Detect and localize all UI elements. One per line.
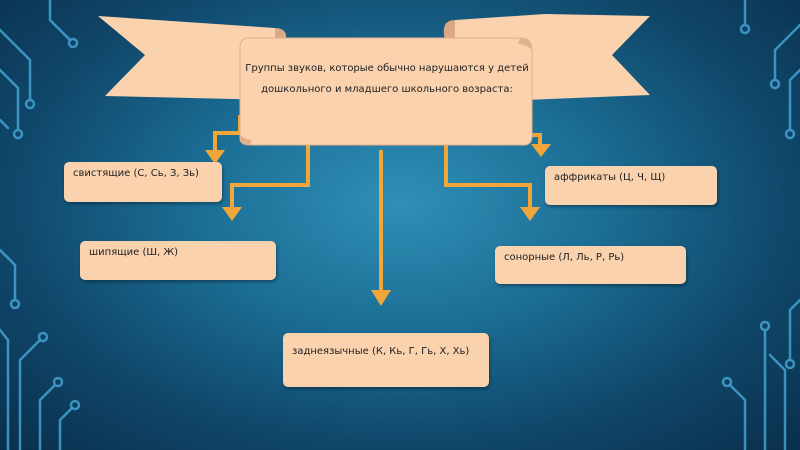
ribbon-left-tail bbox=[98, 16, 275, 100]
group-affricates: аффрикаты (Ц, Ч, Щ) bbox=[545, 166, 717, 205]
group-whistling: свистящие (С, Сь, З, Зь) bbox=[64, 162, 222, 202]
group-sonorant: сонорные (Л, Ль, Р, Рь) bbox=[495, 246, 686, 284]
group-sonorant-label: сонорные (Л, Ль, Р, Рь) bbox=[504, 252, 625, 263]
group-back-lingual-label: заднеязычные (К, Кь, Г, Гь, Х, Хь) bbox=[292, 346, 470, 357]
group-back-lingual: заднеязычные (К, Кь, Г, Гь, Х, Хь) bbox=[283, 333, 489, 387]
diagram-title: Группы звуков, которые обычно нарушаются… bbox=[245, 63, 529, 95]
group-affricates-label: аффрикаты (Ц, Ч, Щ) bbox=[554, 172, 666, 183]
group-hissing: шипящие (Ш, Ж) bbox=[80, 241, 276, 280]
group-whistling-label: свистящие (С, Сь, З, Зь) bbox=[73, 168, 199, 179]
group-hissing-label: шипящие (Ш, Ж) bbox=[89, 247, 179, 258]
